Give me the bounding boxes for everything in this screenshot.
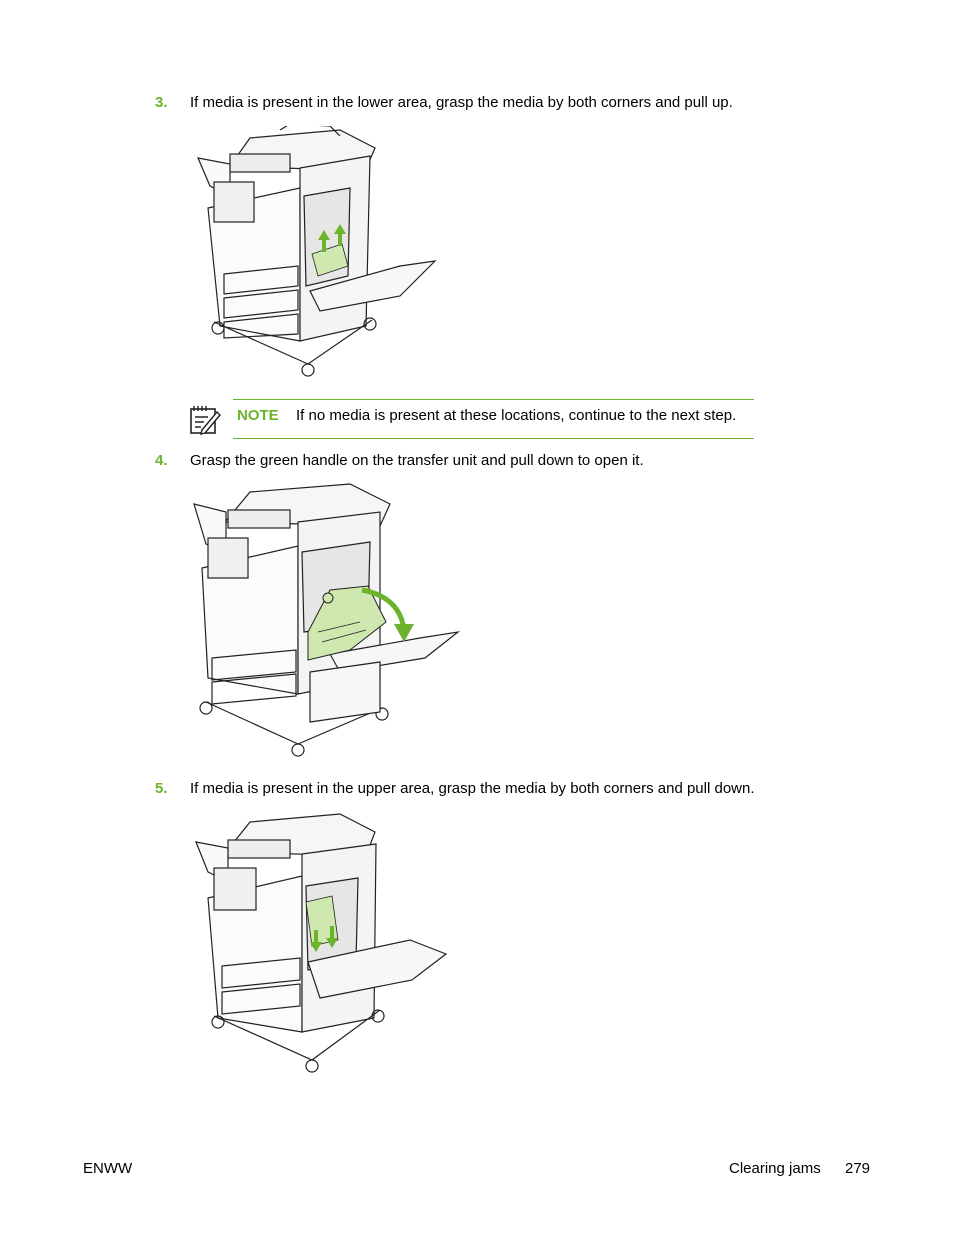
note-divider-bottom	[233, 438, 754, 439]
footer-manual-id: ENWW	[83, 1160, 133, 1177]
footer-section-title: Clearing jams	[729, 1160, 821, 1177]
printer-illustration-transfer-unit	[193, 483, 460, 757]
printer-illustration-lower-jam	[197, 126, 437, 377]
step-number: 5.	[155, 780, 168, 797]
printer-illustration-upper-jam	[195, 813, 448, 1073]
footer-page-number: 279	[845, 1160, 871, 1177]
step-number: 3.	[155, 94, 168, 111]
step-text: If media is present in the upper area, g…	[190, 780, 755, 797]
note-label: NOTE	[237, 407, 279, 424]
step-number: 4.	[155, 452, 168, 469]
note-text: If no media is present at these location…	[296, 407, 737, 424]
note-divider-top	[233, 399, 754, 400]
step-text: If media is present in the lower area, g…	[190, 94, 733, 111]
note-pad-icon	[190, 406, 221, 435]
step-text: Grasp the green handle on the transfer u…	[190, 452, 644, 469]
note-box: NOTE If no media is present at these loc…	[188, 399, 754, 439]
